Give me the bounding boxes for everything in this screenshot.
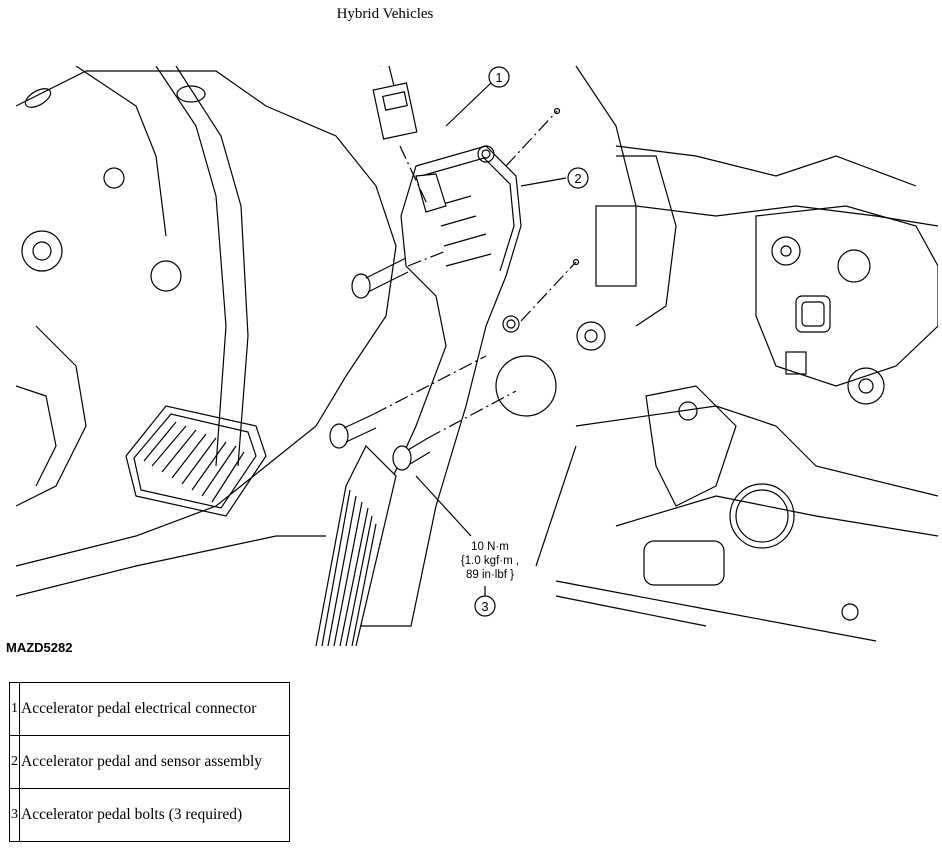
callout-2-label: 2 (574, 171, 581, 186)
pedal-illustration: 1 2 3 (16, 66, 938, 646)
torque-spec: 10 N·m {1.0 kgf·m , 89 in·lbf } (448, 540, 532, 582)
legend-description: Accelerator pedal and sensor assembly (19, 735, 290, 789)
access-hole (21, 230, 63, 272)
panel-slot (785, 351, 807, 375)
side-structure (16, 325, 87, 507)
torque-kgfm: {1.0 kgf·m , (460, 555, 520, 567)
panel-hole (771, 236, 801, 266)
side-structure (16, 385, 57, 487)
legend-number: 3 (9, 788, 20, 842)
floor-hole (841, 603, 859, 621)
legend-description: Accelerator pedal bolts (3 required) (19, 788, 290, 842)
legend-number: 1 (9, 682, 20, 736)
side-rib (616, 155, 677, 327)
firewall-outline (615, 145, 917, 187)
panel-hole (576, 321, 606, 351)
panel-hole (780, 245, 792, 257)
legend-table: 1 Accelerator pedal electrical connector… (9, 682, 290, 842)
pedal-bolt (329, 413, 377, 449)
panel-slot (795, 295, 831, 333)
panel-slot (801, 301, 825, 327)
floor-panel-right (575, 405, 938, 497)
callout-3-circle (474, 595, 496, 617)
access-hole (103, 167, 125, 189)
table-row: 3 Accelerator pedal bolts (3 required) (9, 788, 290, 842)
firewall-panel (755, 205, 938, 387)
callout-2-circle (567, 167, 589, 189)
pedal-bolt (392, 437, 431, 471)
bracket-outline (75, 66, 167, 237)
access-hole (32, 241, 52, 261)
brake-pedal (125, 405, 267, 517)
floor-outline (16, 535, 326, 597)
dash-panel-outline (16, 70, 397, 567)
figure-id: MAZD5282 (6, 640, 73, 655)
floor-hole (729, 483, 795, 549)
bracket-arm (645, 385, 737, 507)
floor-slot (643, 540, 725, 586)
torque-inlbf: 89 in·lbf } (466, 569, 514, 581)
floor-hole (735, 489, 789, 543)
legend-description: Accelerator pedal electrical connector (19, 682, 290, 736)
firewall-outline (575, 66, 938, 227)
access-hole (176, 85, 206, 103)
pedal-diagram-svg: 1 2 3 (16, 66, 938, 646)
electrical-connector (372, 66, 447, 213)
panel-hole (584, 329, 598, 343)
alignment-lines (373, 110, 577, 439)
access-hole (24, 88, 52, 108)
callout-1-leader (445, 81, 493, 127)
panel-hole (837, 249, 871, 283)
floor-rib (535, 445, 877, 642)
access-hole (150, 260, 182, 292)
page-title: Hybrid Vehicles (336, 6, 434, 22)
accelerator-pedal (315, 145, 522, 646)
torque-nm: 10 N·m (471, 541, 509, 553)
bracket-outline (175, 66, 249, 467)
round-cutout (495, 355, 557, 417)
callout-3-leader (415, 475, 472, 537)
panel-hole (858, 378, 874, 394)
callout-1-circle (488, 66, 510, 88)
floor-panel-right (615, 495, 938, 537)
pedal-bolt (351, 257, 409, 299)
legend-number: 2 (9, 735, 20, 789)
table-row: 2 Accelerator pedal and sensor assembly (9, 735, 290, 789)
stud (572, 258, 580, 266)
callout-3-label: 3 (481, 599, 488, 614)
table-row: 1 Accelerator pedal electrical connector (9, 682, 290, 736)
callout-1-label: 1 (495, 70, 502, 85)
panel-hole (847, 367, 885, 405)
connector-bracket (595, 205, 637, 287)
bracket-outline (155, 66, 227, 467)
callout-2-leader (520, 177, 567, 187)
stud (553, 107, 561, 115)
